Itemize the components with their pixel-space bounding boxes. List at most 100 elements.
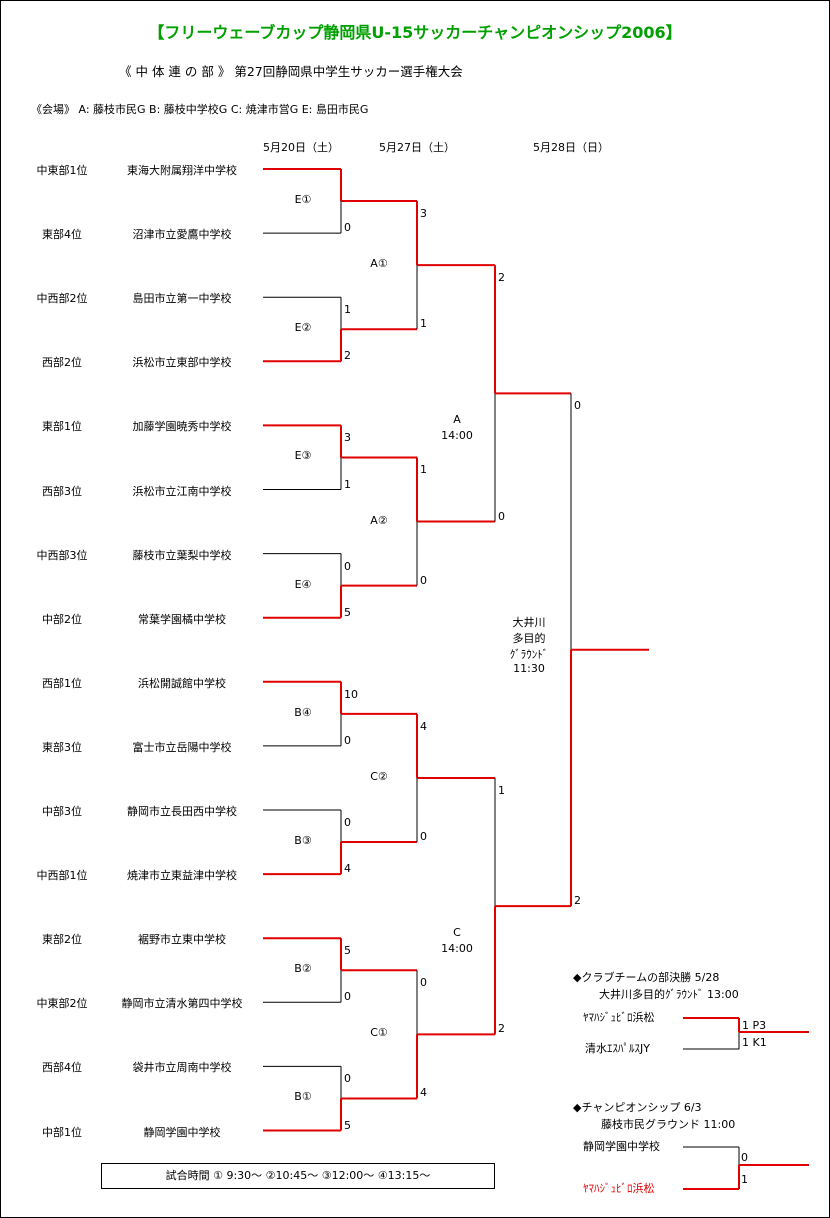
final-venue: 大井川 — [512, 615, 546, 629]
score-label: 0 — [420, 573, 427, 587]
score-label: 0 — [498, 509, 505, 523]
score-label: 1 — [344, 303, 351, 317]
team-school: 島田市立第一中学校 — [132, 292, 232, 306]
team-school: 静岡学園中学校 — [143, 1125, 221, 1139]
team-region: 中東部2位 — [36, 997, 88, 1011]
club-team-2: 清水ｴｽﾊﾟﾙｽJY — [585, 1042, 650, 1055]
team-school: 東海大附属翔洋中学校 — [127, 164, 237, 177]
championship-score-2: 1 — [741, 1173, 748, 1186]
championship-team-1: 静岡学園中学校 — [583, 1140, 660, 1153]
team-school: 静岡市立長田西中学校 — [127, 805, 237, 818]
match-time-schedule: 試合時間 ① 9:30～ ②10:45～ ③12:00～ ④13:15～ — [101, 1163, 495, 1189]
team-region: 東部1位 — [42, 420, 82, 434]
match-label: C② — [370, 769, 388, 783]
match-time: 14:00 — [441, 942, 473, 956]
team-school: 加藤学園暁秀中学校 — [132, 420, 232, 434]
score-label: 4 — [344, 862, 351, 876]
team-region: 中部1位 — [42, 1125, 82, 1139]
score-label: 1 — [344, 477, 351, 491]
team-school: 富士市立岳陽中学校 — [132, 740, 232, 754]
date-round2: 5月27日（土） — [379, 141, 455, 154]
match-label: B① — [294, 1090, 312, 1104]
score-label: 5 — [344, 1118, 351, 1132]
score-label: 1 — [498, 783, 505, 797]
team-school: 裾野市立東中学校 — [138, 933, 226, 947]
score-label: 0 — [420, 830, 427, 844]
team-region: 西部1位 — [42, 676, 82, 690]
team-region: 東部3位 — [42, 740, 82, 754]
score-label: 2 — [498, 1022, 505, 1036]
match-label: E② — [294, 321, 312, 335]
score-label: 0 — [344, 1072, 351, 1086]
match-label: B③ — [294, 834, 312, 848]
final-venue: 多目的 — [512, 631, 546, 645]
page-subtitle: 《 中 体 連 の 部 》 第27回静岡県中学生サッカー選手権大会 — [119, 64, 463, 79]
club-final-venue: 大井川多目的ｸﾞﾗｳﾝﾄﾞ 13:00 — [599, 988, 739, 1001]
date-final: 5月28日（日） — [533, 141, 609, 154]
team-region: 中西部2位 — [36, 292, 88, 306]
club-final-header: ◆クラブチームの部決勝 5/28 — [573, 971, 720, 984]
team-school: 焼津市立東益津中学校 — [127, 869, 237, 883]
championship-venue: 藤枝市民グラウンド 11:00 — [601, 1118, 736, 1131]
score-label: 4 — [420, 1086, 427, 1100]
match-time: 14:00 — [441, 429, 473, 443]
score-label: 2 — [344, 349, 351, 363]
match-label: E③ — [294, 449, 312, 463]
team-region: 中部3位 — [42, 805, 82, 818]
score-label: 0 — [344, 733, 351, 747]
team-region: 中西部1位 — [36, 869, 88, 883]
score-label: 5 — [344, 944, 351, 958]
team-region: 中東部1位 — [36, 164, 88, 177]
team-school: 常葉学園橘中学校 — [138, 612, 226, 626]
team-school: 沼津市立愛鷹中学校 — [132, 228, 232, 242]
score-label: 2 — [574, 894, 581, 908]
score-label: 3 — [420, 207, 427, 221]
match-label: C — [453, 926, 461, 940]
match-label: A② — [370, 513, 388, 527]
match-label: E① — [294, 193, 312, 207]
team-region: 西部4位 — [42, 1061, 82, 1075]
match-label: B② — [294, 962, 312, 976]
score-label: 4 — [420, 719, 427, 733]
match-label: C① — [370, 1026, 388, 1040]
club-score-2: 1 K1 — [742, 1036, 767, 1049]
championship-score-1: 0 — [741, 1151, 748, 1164]
score-label: 0 — [574, 399, 581, 413]
score-label: 1 — [420, 317, 427, 331]
team-region: 中部2位 — [42, 612, 82, 626]
score-label: 1 — [420, 463, 427, 477]
championship-team-2: ﾔﾏﾊｼﾞｭﾋﾞﾛ浜松 — [583, 1182, 655, 1195]
team-school: 袋井市立周南中学校 — [132, 1061, 232, 1075]
score-label: 0 — [344, 816, 351, 829]
team-school: 浜松市立江南中学校 — [132, 484, 232, 498]
match-label: E④ — [294, 577, 312, 591]
final-venue: ｸﾞﾗｳﾝﾄﾞ — [509, 647, 549, 661]
team-school: 浜松開誠館中学校 — [138, 676, 226, 690]
team-school: 藤枝市立葉梨中学校 — [132, 548, 232, 562]
team-region: 中西部3位 — [36, 548, 88, 562]
team-school: 静岡市立清水第四中学校 — [121, 997, 243, 1011]
championship-header: ◆チャンピオンシップ 6/3 — [573, 1101, 702, 1114]
page-title: 【フリーウェーブカップ静岡県U-15サッカーチャンピオンシップ2006】 — [148, 23, 682, 42]
team-region: 西部3位 — [42, 484, 82, 498]
team-region: 東部4位 — [42, 228, 82, 242]
score-label: 10 — [344, 687, 358, 701]
score-label: 0 — [344, 990, 351, 1004]
score-label: 2 — [498, 271, 505, 285]
club-team-1: ﾔﾏﾊｼﾞｭﾋﾞﾛ浜松 — [583, 1011, 655, 1024]
date-round1: 5月20日（土） — [263, 141, 339, 154]
score-label: 0 — [344, 559, 351, 573]
venue-legend: 《会場》 A: 藤枝市民G B: 藤枝中学校G C: 焼津市営G E: 島田市民… — [31, 103, 369, 116]
match-label: A — [453, 413, 461, 427]
team-school: 浜松市立東部中学校 — [132, 356, 232, 370]
score-label: 3 — [344, 431, 351, 445]
match-label: A① — [370, 257, 388, 271]
score-label: 0 — [344, 221, 351, 235]
score-label: 0 — [420, 976, 427, 990]
score-label: 5 — [344, 605, 351, 619]
match-label: B④ — [294, 705, 312, 719]
final-venue: 11:30 — [513, 661, 545, 675]
team-region: 東部2位 — [42, 933, 82, 947]
